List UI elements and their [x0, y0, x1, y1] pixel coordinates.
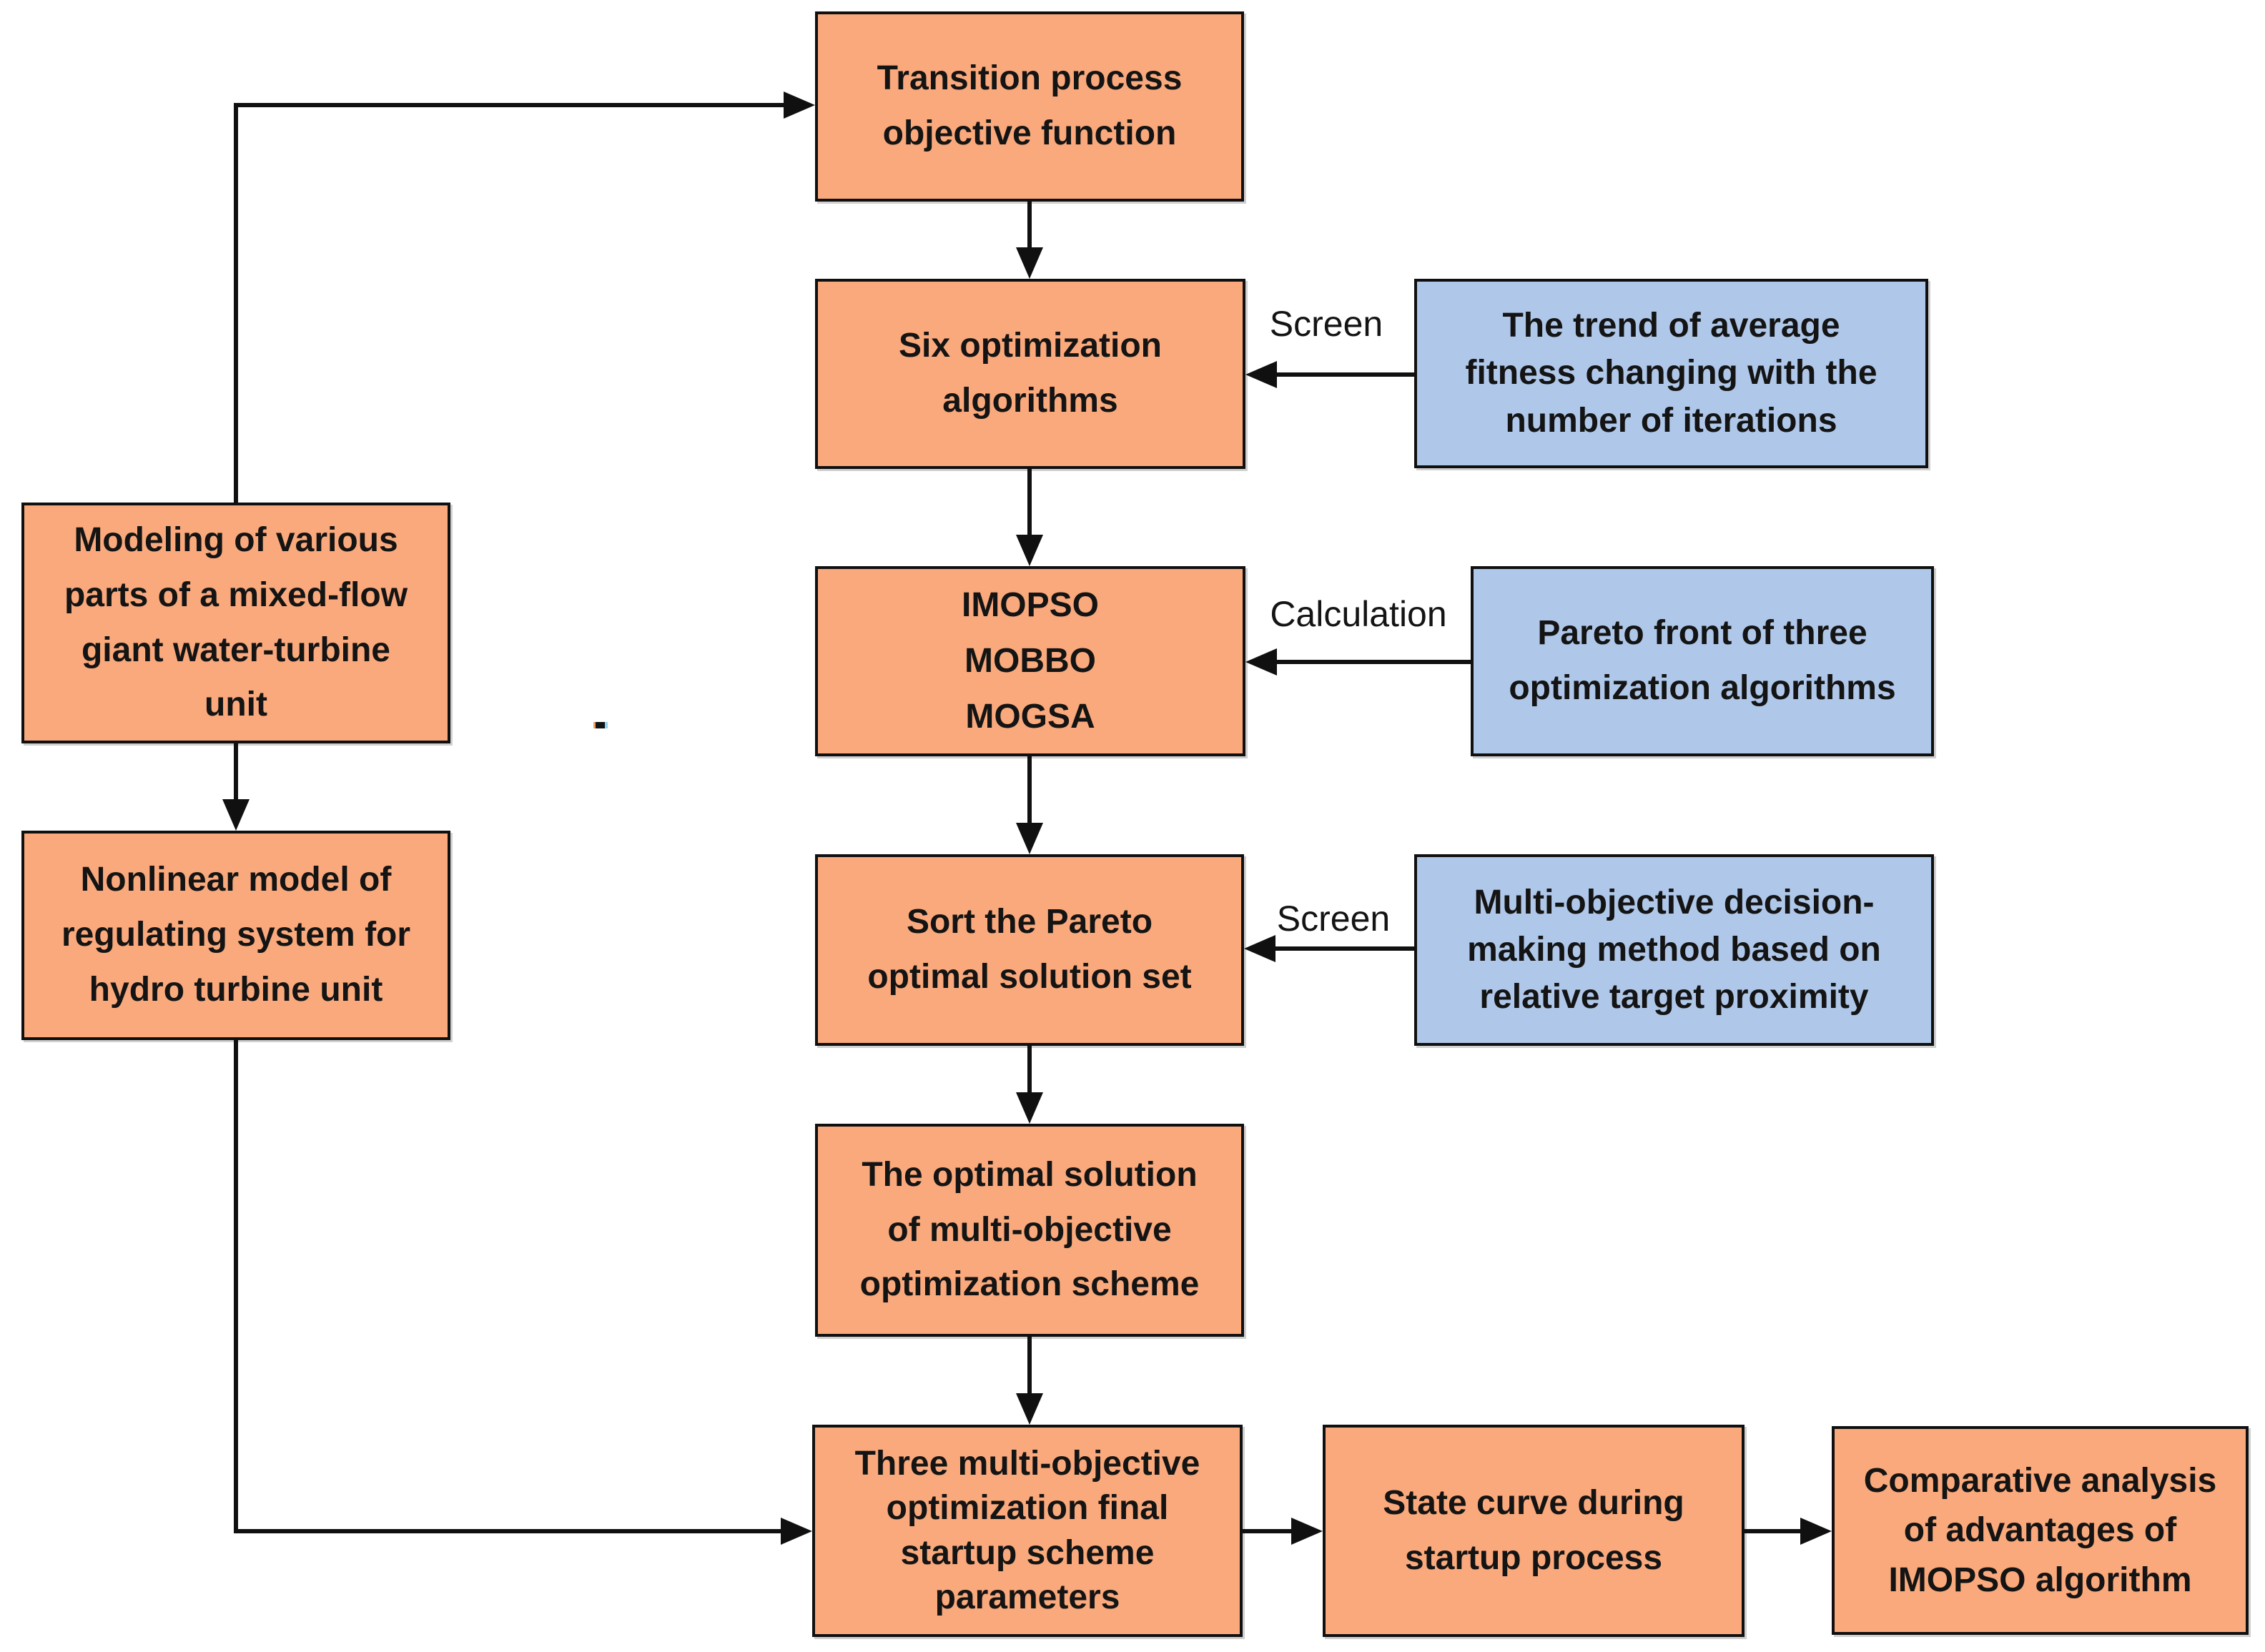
connector-modeling-to-transition-vertical [234, 105, 238, 503]
arrow-optimal-to-parameters-line [1027, 1337, 1032, 1393]
arrow-parameters-to-state-head-icon [1291, 1518, 1323, 1545]
fitness-trend-box: The trend of average fitness changing wi… [1414, 279, 1928, 468]
connector-nonlinear-to-parameters-head-icon [781, 1518, 812, 1545]
pareto-front-box: Pareto front of three optimization algor… [1471, 566, 1934, 756]
arrow-imopso-to-sort-head-icon [1016, 823, 1043, 854]
arrow-decision-to-sort-head-icon [1244, 935, 1275, 962]
connector-modeling-to-transition-head-icon [784, 91, 815, 119]
arrow-parameters-to-state-line [1243, 1529, 1291, 1533]
six-optimization-algorithms-box: Six optimization algorithms [815, 279, 1245, 469]
modeling-water-turbine-box: Modeling of various parts of a mixed-flo… [21, 503, 450, 743]
arrow-pareto-to-imopso-line [1277, 660, 1471, 664]
arrow-sort-to-optimal-head-icon [1016, 1092, 1043, 1124]
edge-label-screen-1: Screen [1269, 304, 1383, 344]
arrow-trend-to-six-line [1277, 372, 1414, 377]
arrow-trend-to-six-head-icon [1245, 361, 1277, 388]
connector-modeling-to-transition-horizontal [234, 103, 784, 107]
state-curve-box: State curve during startup process [1323, 1425, 1745, 1637]
connector-nonlinear-to-parameters-vertical [234, 1040, 238, 1533]
nonlinear-model-box: Nonlinear model of regulating system for… [21, 831, 450, 1040]
arrow-sort-to-optimal-line [1027, 1046, 1032, 1092]
arrow-pareto-to-imopso-head-icon [1245, 648, 1277, 676]
decision-making-method-box: Multi-objective decision- making method … [1414, 854, 1934, 1046]
edge-label-screen-2: Screen [1276, 899, 1391, 939]
arrow-state-to-comparative-line [1745, 1529, 1800, 1533]
transition-process-box: Transition process objective function [815, 11, 1244, 202]
sort-pareto-solution-box: Sort the Pareto optimal solution set [815, 854, 1244, 1046]
arrow-six-to-imopso-head-icon [1016, 535, 1043, 566]
connector-nonlinear-to-parameters-horizontal [234, 1529, 781, 1533]
arrow-six-to-imopso-line [1027, 469, 1032, 535]
final-startup-parameters-box: Three multi-objective optimization final… [812, 1425, 1243, 1637]
comparative-analysis-box: Comparative analysis of advantages of IM… [1832, 1426, 2249, 1635]
arrow-modeling-to-nonlinear-head-icon [222, 799, 250, 831]
stray-dash-mark [593, 722, 608, 728]
arrow-modeling-to-nonlinear-line [234, 743, 238, 799]
optimal-solution-box: The optimal solution of multi-objective … [815, 1124, 1244, 1337]
arrow-decision-to-sort-line [1275, 946, 1414, 951]
arrow-optimal-to-parameters-head-icon [1016, 1393, 1043, 1425]
arrow-imopso-to-sort-line [1027, 756, 1032, 823]
arrow-transition-to-six-head-icon [1016, 247, 1043, 279]
arrow-transition-to-six-line [1027, 202, 1032, 249]
imopso-mobbo-mogsa-box: IMOPSO MOBBO MOGSA [815, 566, 1245, 756]
edge-label-calculation: Calculation [1270, 594, 1447, 634]
arrow-state-to-comparative-head-icon [1800, 1518, 1832, 1545]
